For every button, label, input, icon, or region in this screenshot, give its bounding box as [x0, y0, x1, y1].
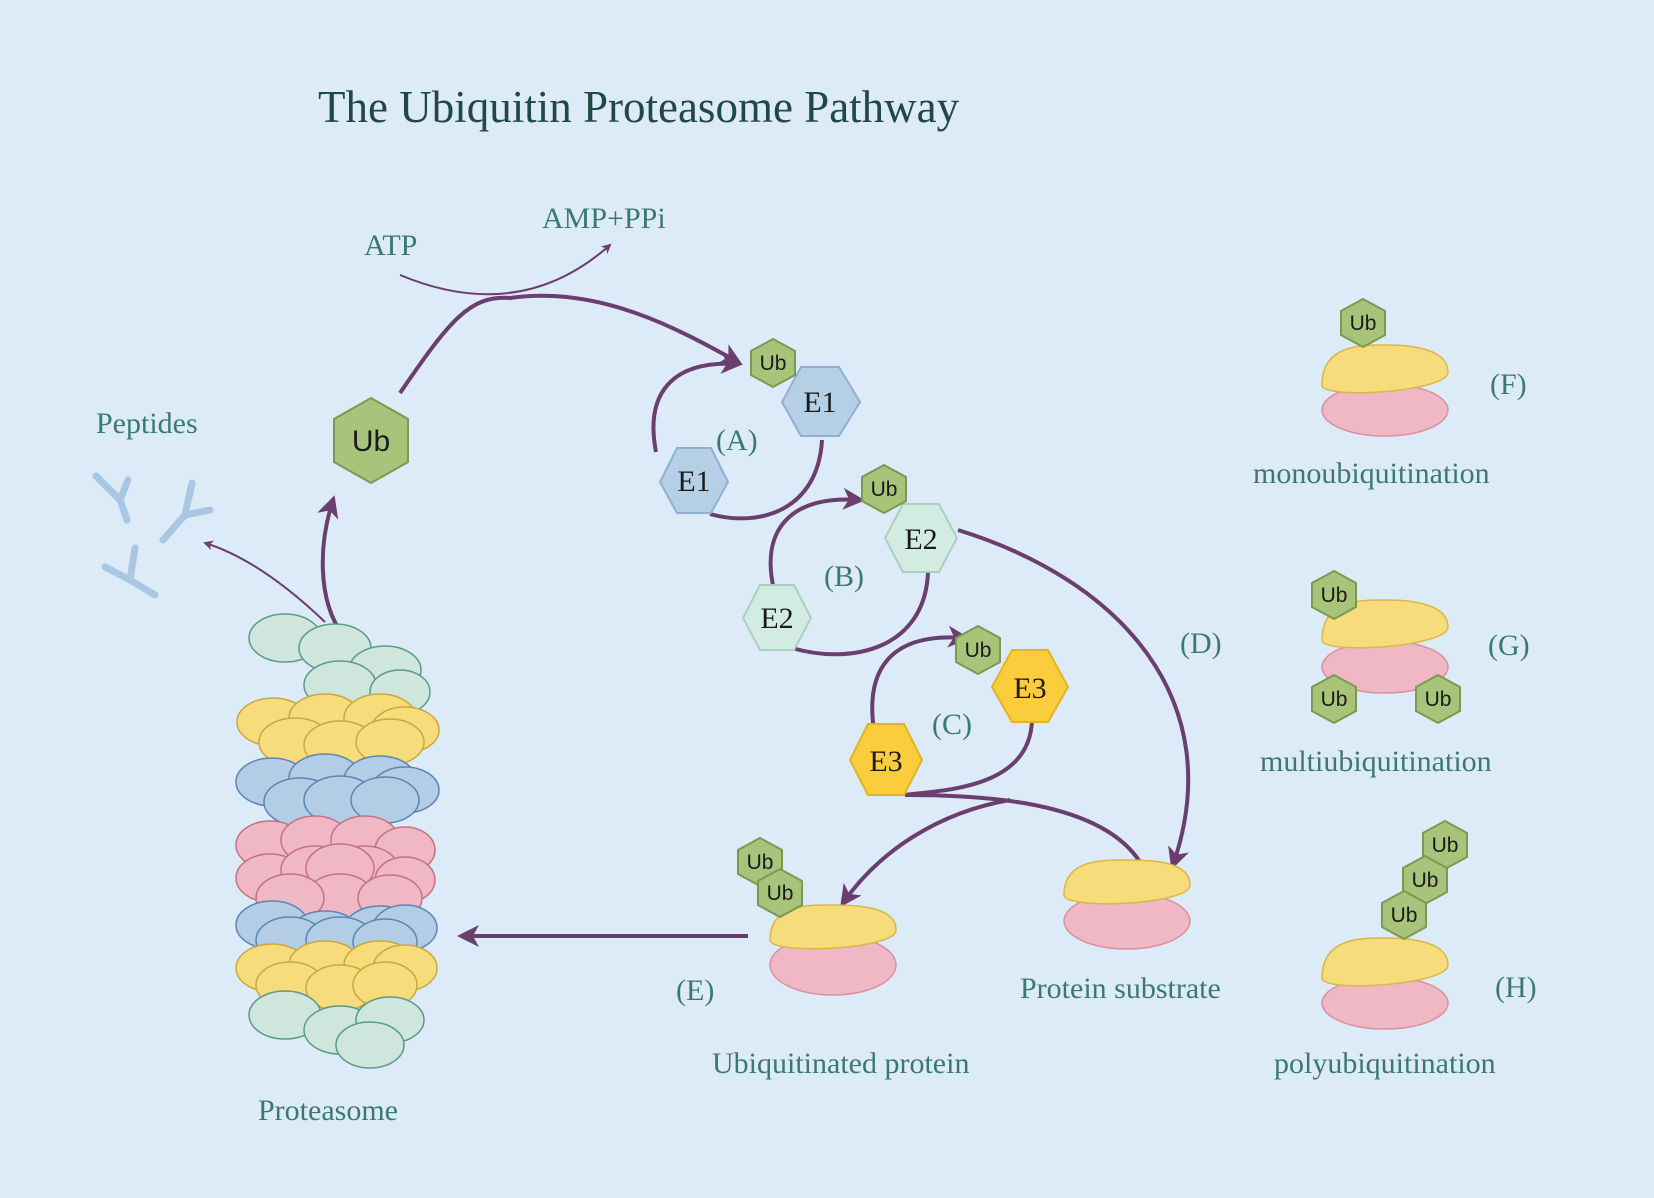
ubiquitin-hexagon-icon: Ub — [1415, 673, 1461, 725]
page-title: The Ubiquitin Proteasome Pathway — [318, 82, 960, 132]
ubiquitinated-protein-label: Ubiquitinated protein — [712, 1047, 969, 1080]
ubiquitinated-protein-icon — [769, 904, 897, 996]
step-a-label: (A) — [716, 424, 758, 457]
step-d-label: (D) — [1180, 627, 1222, 660]
e2-to-e3-arrow — [791, 571, 930, 657]
svg-text:E1: E1 — [677, 465, 710, 498]
ubiquitin-hexagon-icon: Ub — [1402, 854, 1448, 906]
step-h-label: (H) — [1495, 971, 1537, 1004]
ubiquitin-hexagon-icon: Ub — [1311, 673, 1357, 725]
svg-text:Ub: Ub — [1350, 312, 1377, 335]
svg-text:E3: E3 — [1013, 672, 1046, 705]
svg-text:Ub: Ub — [1412, 869, 1439, 892]
atp-label: ATP — [364, 229, 417, 262]
svg-text:Ub: Ub — [1391, 904, 1418, 927]
amp-ppi-label: AMP+PPi — [542, 202, 666, 235]
step-c-label: (C) — [932, 708, 972, 741]
enzyme-e1-hexagon-icon: E1 — [780, 366, 862, 437]
enzyme-e1-hexagon-icon: E1 — [658, 447, 730, 514]
protein-substrate-icon — [1063, 859, 1191, 950]
ubiquitin-hexagon-icon: Ub — [333, 396, 409, 485]
ubiquitin-hexagon-icon: Ub — [1340, 297, 1386, 349]
proteasome-to-ub-arrow — [317, 495, 347, 640]
svg-text:E1: E1 — [803, 386, 836, 419]
e3-ligation-arrow — [904, 719, 1142, 864]
multiubiquitination-label: multiubiquitination — [1260, 745, 1492, 778]
enzyme-e2-hexagon-icon: E2 — [883, 503, 959, 573]
e1-to-e2-arrow — [709, 439, 824, 521]
monoubiquitination-label: monoubiquitination — [1253, 457, 1490, 490]
enzyme-e3-hexagon-icon: E3 — [848, 723, 924, 796]
e2-loop-arrow — [768, 487, 865, 591]
ubiquitin-hexagon-icon: Ub — [757, 867, 803, 919]
e2-direct-arrow — [957, 528, 1191, 870]
svg-text:Ub: Ub — [871, 478, 898, 501]
svg-text:Ub: Ub — [1432, 834, 1459, 857]
proteasome-label: Proteasome — [258, 1094, 398, 1127]
enzyme-e3-hexagon-icon: E3 — [990, 649, 1070, 723]
protein-substrate-label: Protein substrate — [1020, 972, 1221, 1005]
proteasome-to-peptides-arrow — [203, 540, 326, 623]
polyubiquitination-label: polyubiquitination — [1274, 1047, 1496, 1080]
step-g-label: (G) — [1488, 629, 1530, 662]
ub-to-e1-arrow — [398, 293, 743, 395]
peptides-label: Peptides — [96, 407, 198, 440]
atp-consumption-arrow — [399, 243, 612, 296]
svg-text:Ub: Ub — [767, 882, 794, 905]
svg-text:Ub: Ub — [1425, 688, 1452, 711]
ubiquitin-hexagon-icon: Ub — [750, 337, 796, 389]
step-b-label: (B) — [824, 560, 864, 593]
svg-text:Ub: Ub — [352, 425, 390, 458]
peptide-icon — [92, 472, 214, 599]
svg-text:E2: E2 — [760, 602, 793, 635]
e3-to-ubiquitinated-arrow — [840, 798, 1011, 908]
step-e-label: (E) — [676, 974, 714, 1007]
enzyme-e2-hexagon-icon: E2 — [741, 584, 813, 651]
proteasome-icon — [235, 613, 440, 1069]
svg-text:Ub: Ub — [760, 352, 787, 375]
svg-text:E2: E2 — [904, 523, 937, 556]
ubiquitin-hexagon-icon: Ub — [1422, 819, 1468, 871]
ubiquitin-hexagon-icon: Ub — [955, 624, 1001, 676]
svg-text:E3: E3 — [869, 745, 902, 778]
svg-text:Ub: Ub — [747, 851, 774, 874]
svg-text:Ub: Ub — [1321, 584, 1348, 607]
monoubiquitinated-protein-icon — [1321, 344, 1449, 437]
step-f-label: (F) — [1490, 368, 1527, 401]
svg-text:Ub: Ub — [1321, 688, 1348, 711]
e3-loop-arrow — [870, 625, 970, 731]
svg-text:Ub: Ub — [965, 639, 992, 662]
polyubiquitinated-protein-icon — [1321, 937, 1449, 1030]
multiubiquitinated-protein-icon — [1321, 599, 1449, 694]
e1-loop-arrow — [651, 352, 743, 453]
ubiquitin-hexagon-icon: Ub — [1311, 569, 1357, 621]
ubiquitin-hexagon-icon: Ub — [1381, 889, 1427, 941]
ubiquitin-hexagon-icon: Ub — [861, 463, 907, 515]
